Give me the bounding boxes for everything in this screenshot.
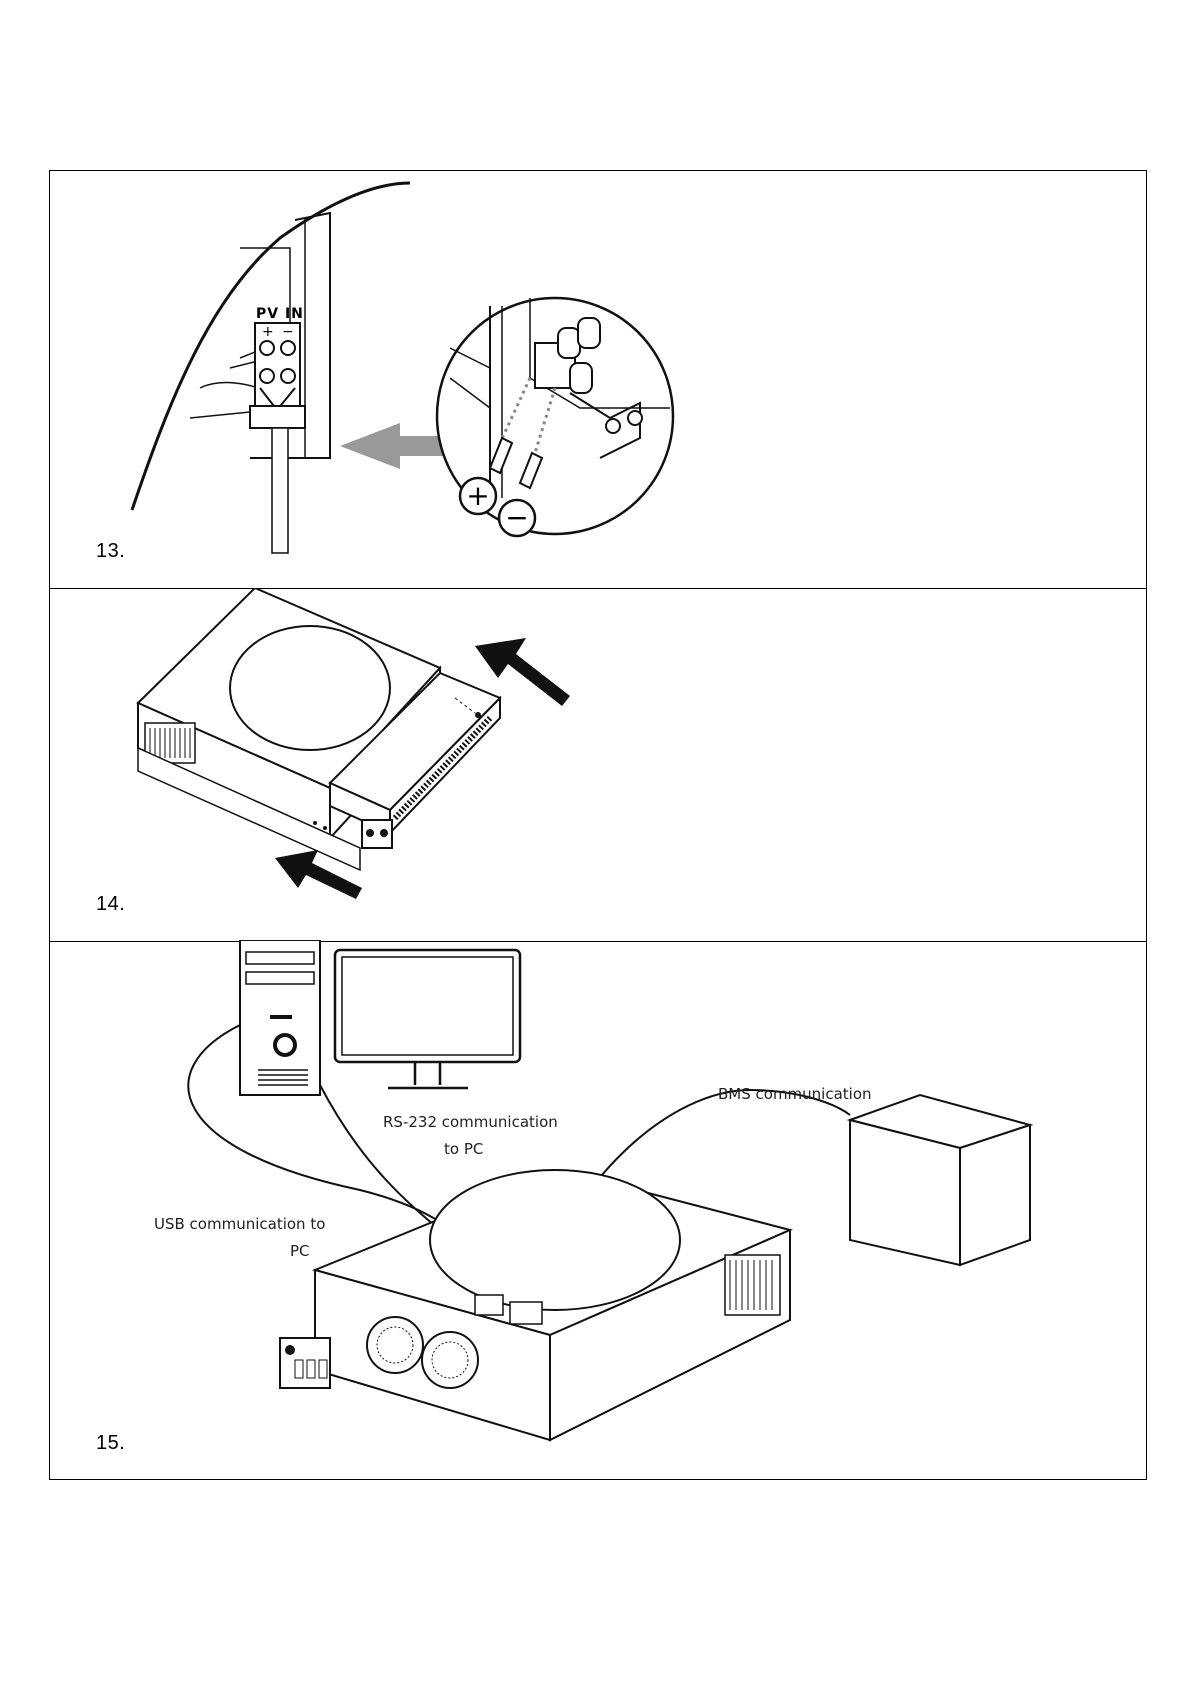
- negative-symbol: −: [505, 501, 528, 534]
- usb-label-line1: USB communication to: [154, 1215, 325, 1233]
- terminal-label: PV IN: [256, 306, 304, 322]
- rs232-label-line2: to PC: [444, 1140, 483, 1158]
- terminal-sign-positive: +: [262, 324, 274, 340]
- rs232-label-line1: RS-232 communication: [383, 1113, 558, 1131]
- usb-label-line2: PC: [290, 1242, 310, 1260]
- step-number: 14.: [96, 893, 125, 916]
- step-number: 13.: [96, 540, 125, 563]
- bms-communication-label: BMS communication: [718, 1085, 872, 1103]
- terminal-sign-negative: −: [282, 324, 294, 340]
- step-number: 15.: [96, 1432, 125, 1455]
- pv-terminal-illustration: + − PV IN + −: [130, 178, 675, 558]
- cover-installation-illustration: [130, 588, 590, 918]
- communication-connection-diagram: [150, 940, 1050, 1460]
- positive-symbol: +: [466, 479, 489, 512]
